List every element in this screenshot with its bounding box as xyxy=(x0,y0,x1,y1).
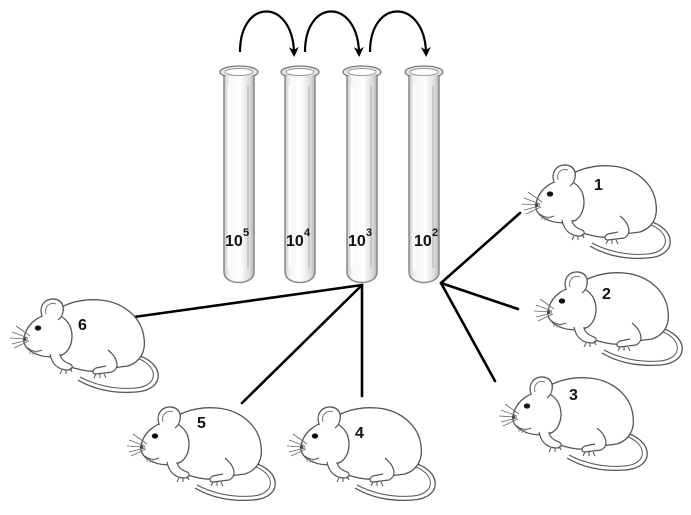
mouse-label: 6 xyxy=(78,317,87,334)
tube-label-exponent: 5 xyxy=(243,227,249,239)
arrow-tube3-tube4 xyxy=(368,10,431,57)
mouse-label: 3 xyxy=(569,387,578,404)
mouse-4: 4 xyxy=(286,406,436,502)
test-tube-1: 10 5 xyxy=(218,64,260,284)
test-tube-2: 10 4 xyxy=(279,64,321,284)
connector-lines xyxy=(132,211,522,405)
mouse-2: 2 xyxy=(533,271,683,367)
line-tube4-mouse1 xyxy=(439,211,522,285)
tube-label-base: 10 xyxy=(286,233,304,250)
tube-label-base: 10 xyxy=(225,233,243,250)
mouse-label: 5 xyxy=(197,415,206,432)
mouse-5: 5 xyxy=(126,406,276,502)
test-tube-3: 10 3 xyxy=(341,64,383,284)
mouse-6: 6 xyxy=(9,298,159,394)
test-tube-4: 10 2 xyxy=(403,64,445,284)
arrow-tube1-tube2 xyxy=(238,10,299,57)
mouse-label: 4 xyxy=(355,425,364,442)
mouse-label: 1 xyxy=(594,177,603,194)
tube-label-base: 10 xyxy=(414,233,432,250)
mouse-1: 1 xyxy=(521,164,671,260)
mouse-label: 2 xyxy=(602,286,611,303)
line-tube4-mouse3 xyxy=(439,281,497,383)
arrow-tube2-tube3 xyxy=(303,10,364,57)
tube-label-base: 10 xyxy=(348,233,366,250)
line-tube4-mouse2 xyxy=(439,281,520,311)
mouse-3: 3 xyxy=(498,376,648,472)
tube-label-exponent: 4 xyxy=(304,227,311,239)
line-tube3-mouse5 xyxy=(240,283,364,405)
line-tube3-mouse6 xyxy=(132,283,364,319)
tube-label-exponent: 3 xyxy=(366,227,372,239)
transfer-arrows xyxy=(238,10,431,57)
tube-label-exponent: 2 xyxy=(432,227,438,239)
